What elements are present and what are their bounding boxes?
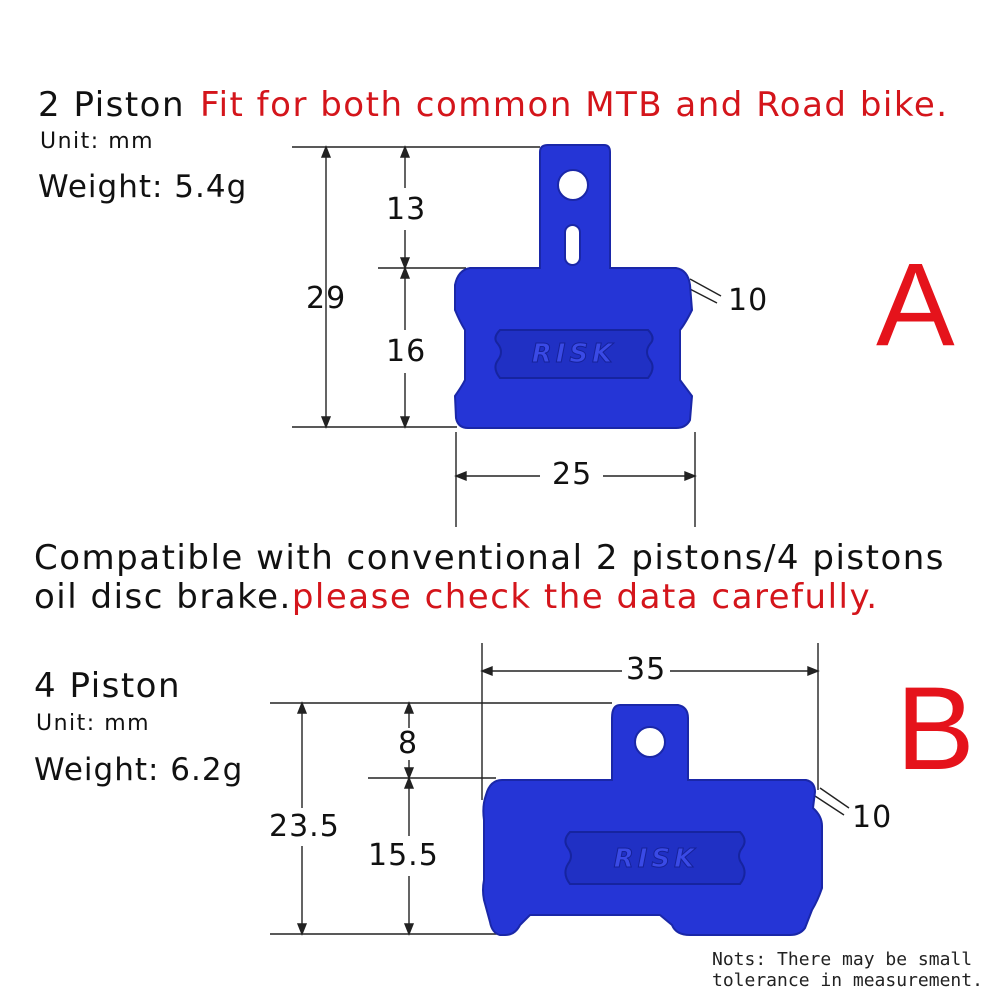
pad-b-width-arrow-right (807, 665, 820, 677)
tolerance-note-line-1: Nots: There may be small (712, 949, 973, 970)
pad-b-illustration (482, 704, 823, 936)
pad-a-total-height-label: 29 (306, 281, 347, 316)
pad-a-tab-height-arrow-top (399, 145, 411, 158)
pad-b-width-label: 35 (626, 652, 667, 687)
pad-a-width-arrow-left (454, 470, 467, 482)
pad-a-width-arrow-right (684, 470, 697, 482)
compat-line-2-red: please check the data carefully. (291, 577, 879, 617)
tolerance-note-line-2: tolerance in measurement. (712, 969, 983, 991)
pad-a-type-label: 2 Piston (38, 85, 186, 125)
compat-line-1: Compatible with conventional 2 pistons/4… (34, 538, 946, 578)
compat-line-2: oil disc brake.please check the data car… (34, 580, 879, 614)
pad-b-body-height-arrow-top (403, 776, 415, 789)
pad-b-type-label: 4 Piston (34, 666, 182, 706)
pad-a-width-label: 25 (552, 457, 593, 492)
pad-b-total-height-arrow-top (296, 701, 308, 714)
pad-b-thickness-line-1 (819, 787, 850, 809)
pad-a-fit-text: Fit for both common MTB and Road bike. (200, 85, 949, 125)
pad-a-unit-label: Unit: mm (40, 129, 155, 154)
pad-b-thickness-label: 10 (852, 800, 893, 835)
pad-b-thickness-line-2 (814, 795, 845, 816)
pad-b-total-height-label: 23.5 (269, 809, 340, 844)
pad-a-letter: A (876, 239, 955, 371)
compat-line-2-black: oil disc brake. (34, 577, 292, 617)
pad-b-weight-label: Weight: 6.2g (34, 752, 244, 788)
pad-b-width-arrow-left (480, 665, 493, 677)
pad-a-tab-height-label: 13 (386, 192, 427, 227)
pad-a-total-height-arrow-bottom (320, 416, 332, 429)
pad-a-total-height-arrow-top (320, 145, 332, 158)
pad-b-tab-height-label: 8 (398, 726, 419, 761)
pad-a-logo: RISK (532, 339, 617, 369)
pad-b-logo: RISK (614, 844, 699, 874)
tolerance-note: Nots: There may be small tolerance in me… (712, 949, 983, 991)
pad-b-total-height-arrow-bottom (296, 923, 308, 936)
pad-b-tab-height-arrow-top (403, 701, 415, 714)
pad-a-weight-label: Weight: 5.4g (38, 169, 248, 205)
pad-a-tab-height-arrow-bottom (399, 257, 411, 270)
pad-a-body-height-arrow-top (399, 266, 411, 279)
pad-a-thickness-label: 10 (728, 283, 769, 318)
pad-a-body-height-arrow-bottom (399, 416, 411, 429)
pad-a-illustration (453, 144, 694, 429)
pad-a-body-height-label: 16 (386, 334, 427, 369)
pad-b-tab-height-arrow-bottom (403, 767, 415, 780)
pad-b-body-height-label: 15.5 (368, 838, 439, 873)
pad-b-letter: B (896, 663, 975, 795)
pad-a-thickness-line-1 (689, 278, 722, 297)
pad-b-unit-label: Unit: mm (36, 711, 151, 736)
pad-b-body-height-arrow-bottom (403, 923, 415, 936)
